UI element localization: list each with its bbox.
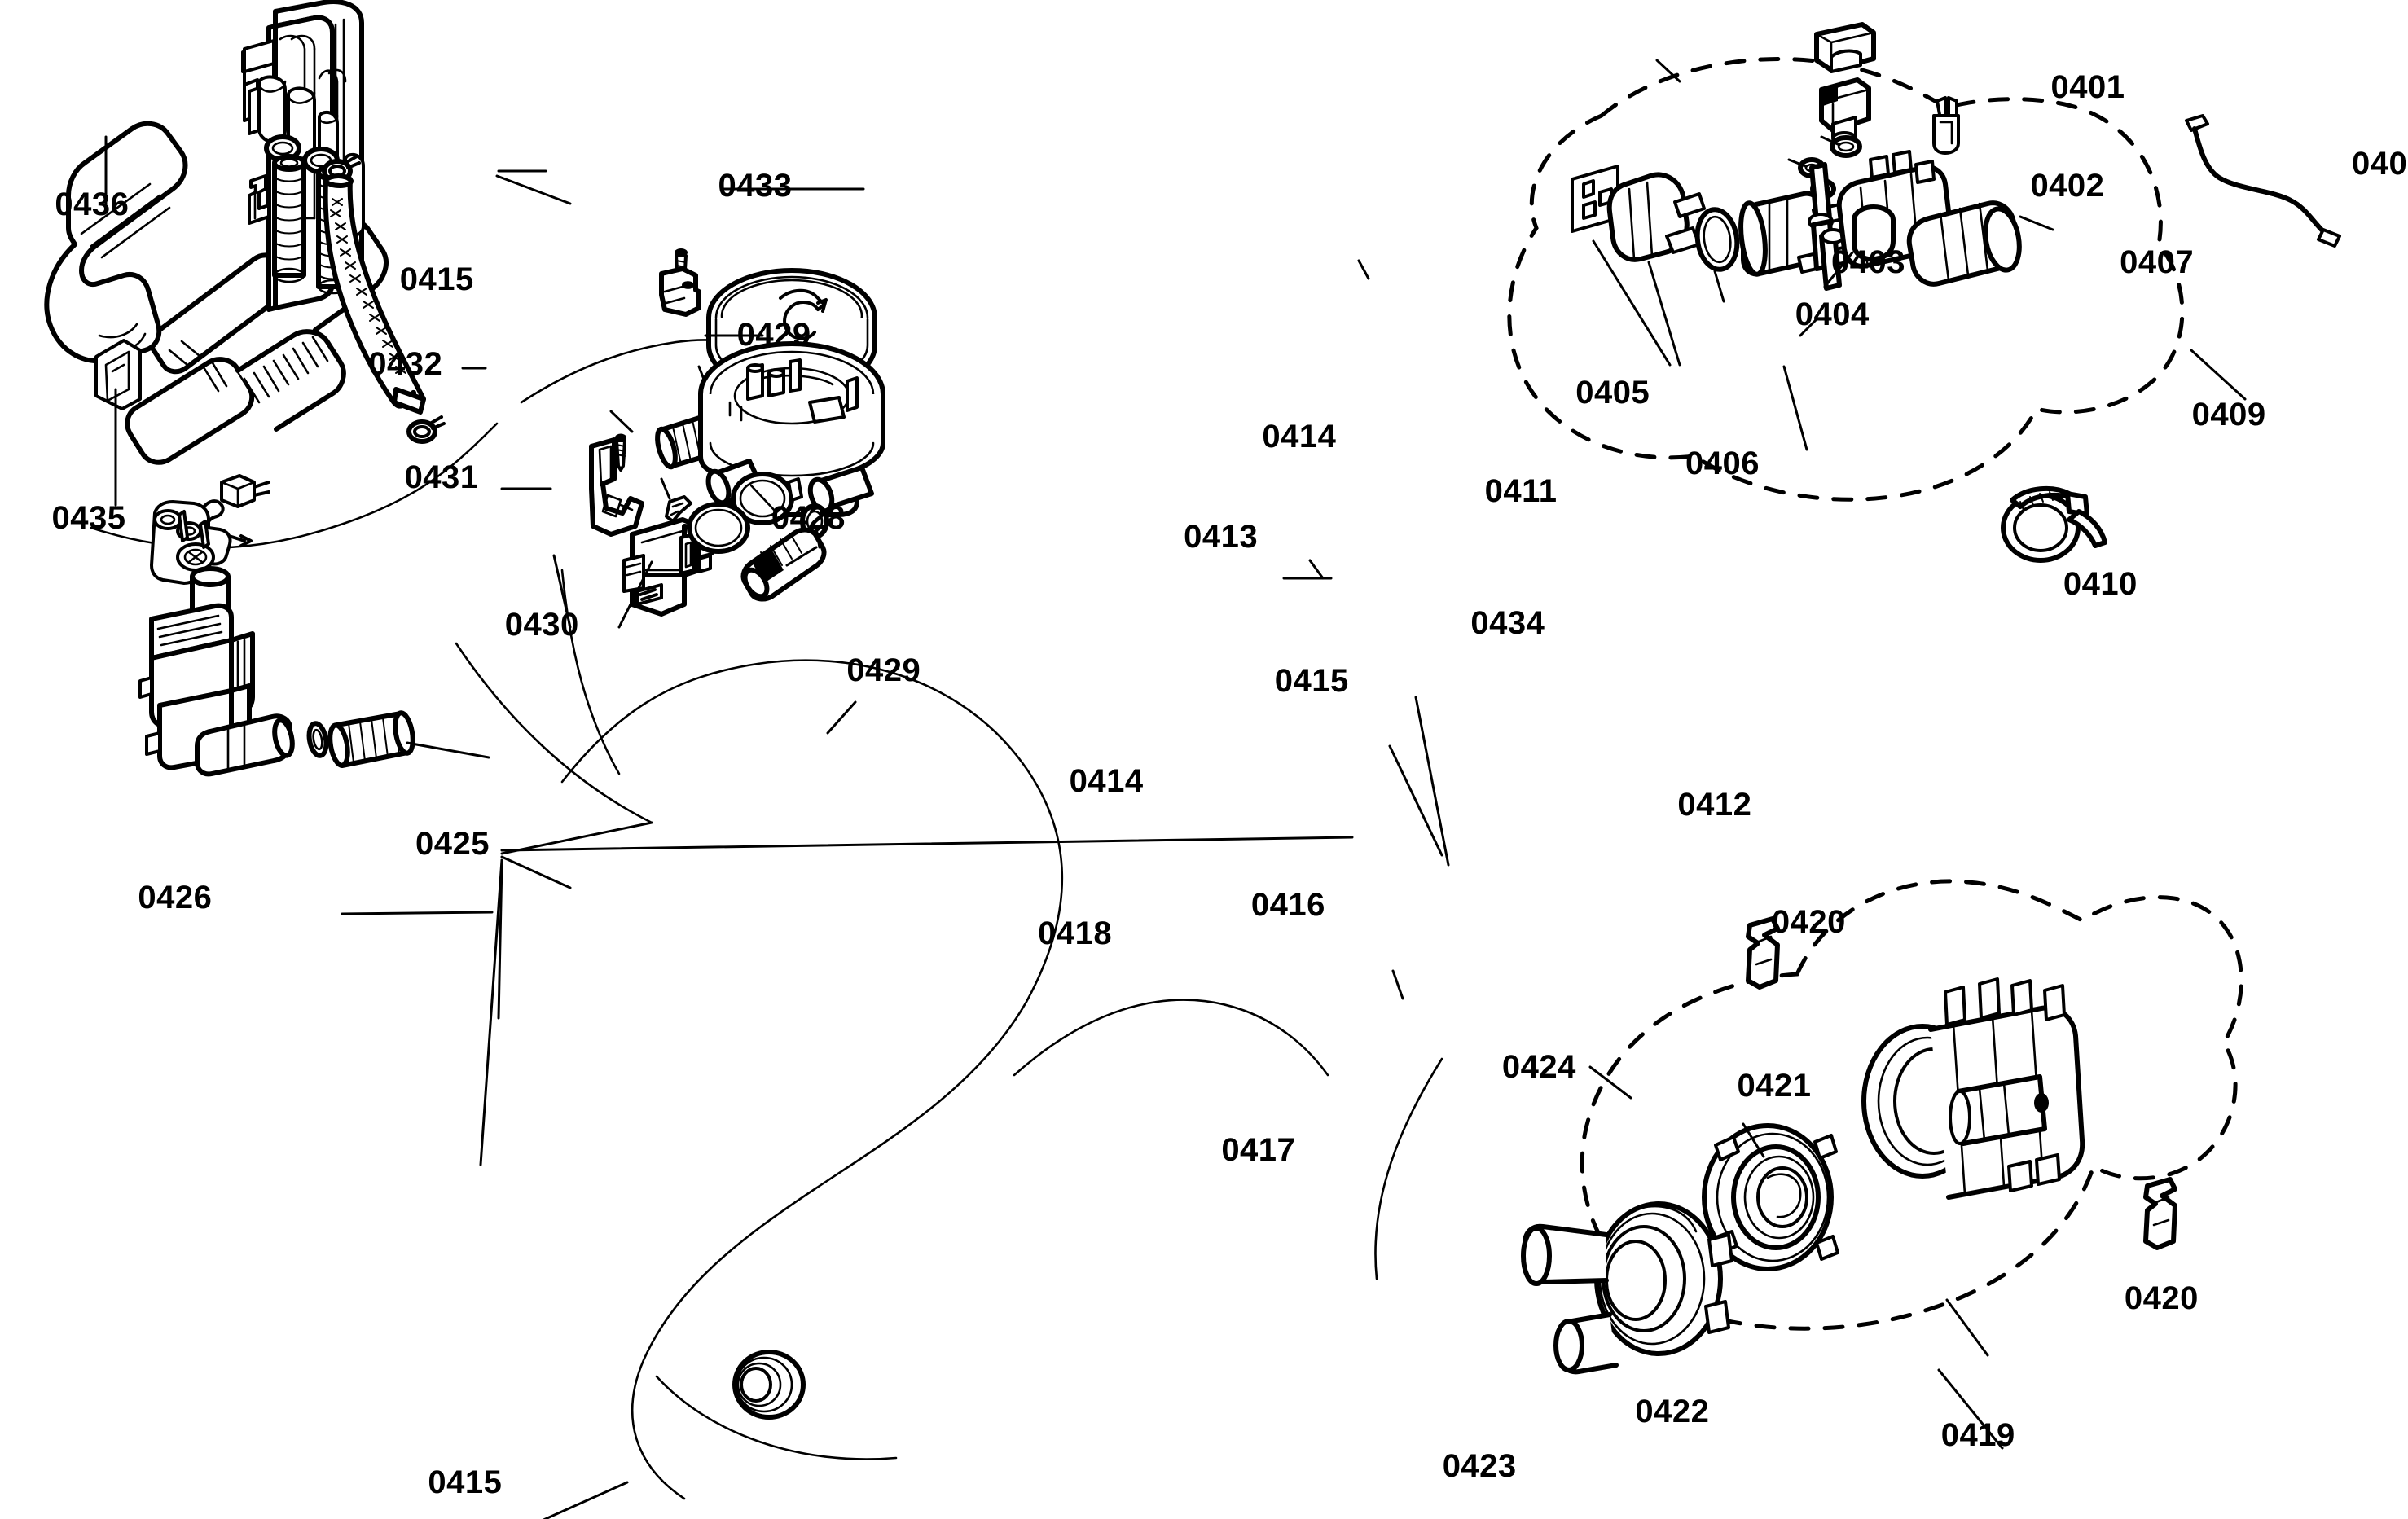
part-0422-drain-pump xyxy=(1521,1201,1733,1375)
part-0415-oring-valve xyxy=(306,721,329,758)
part-0401-flow-meter xyxy=(1814,22,1876,73)
part-0409-water-distribution-manifold xyxy=(1738,150,2054,291)
label-0424: 0424 xyxy=(1501,1048,1576,1085)
part-0424-drain-hose xyxy=(740,526,827,602)
label-0422: 0422 xyxy=(1635,1393,1710,1429)
part-0416-retainer-clip xyxy=(660,477,692,523)
label-0434: 0434 xyxy=(1470,604,1545,641)
label-0420-a: 0420 xyxy=(1771,904,1846,941)
part-0425-micro-switch xyxy=(220,474,270,508)
part-0432-retaining-clip xyxy=(248,174,270,225)
part-0429-hose-clamp-lower xyxy=(406,415,446,444)
part-0412-large-oring xyxy=(687,502,750,554)
group-0419-boundary xyxy=(1580,879,2243,1331)
label-0403: 0403 xyxy=(1831,244,1905,281)
label-0421: 0421 xyxy=(1737,1067,1812,1104)
part-0423-impeller-cap xyxy=(732,1350,806,1420)
label-0432: 0432 xyxy=(368,346,443,383)
label-0414-a: 0414 xyxy=(1262,418,1337,454)
part-0402-solenoid-coil xyxy=(1819,77,1871,146)
label-0407: 0407 xyxy=(2120,244,2195,281)
label-0413: 0413 xyxy=(1184,518,1259,555)
label-0426: 0426 xyxy=(138,879,213,915)
part-0428-circulation-hose xyxy=(323,173,426,415)
label-0429-b: 0429 xyxy=(846,652,921,688)
label-0409: 0409 xyxy=(2191,396,2266,432)
part-0412-sump-housing xyxy=(698,341,885,525)
part-0414-screw-lower xyxy=(609,410,634,472)
label-0418: 0418 xyxy=(1038,915,1113,951)
label-0428: 0428 xyxy=(771,499,846,536)
label-0415-a: 0415 xyxy=(399,261,474,298)
part-0421-impeller-cover xyxy=(1702,1122,1839,1271)
label-0423: 0423 xyxy=(1442,1448,1517,1485)
part-0436-hose-lower xyxy=(125,329,346,465)
part-0431-corrugated-hose xyxy=(272,154,306,283)
label-0435: 0435 xyxy=(51,499,126,536)
label-0433: 0433 xyxy=(718,167,793,204)
part-0426-inlet-valve-body xyxy=(138,603,295,777)
part-0406-seal-ring xyxy=(1694,207,1740,303)
label-0415-c: 0415 xyxy=(1274,663,1349,700)
part-0426-bracket-plate xyxy=(150,500,232,585)
part-0426-inlet-pipe xyxy=(327,710,490,768)
part-0408-wire-harness xyxy=(2185,114,2341,248)
label-0431: 0431 xyxy=(404,459,479,495)
part-0407-terminal-clip xyxy=(1932,96,1960,155)
part-0413-mounting-bracket xyxy=(659,266,701,317)
part-0405-regeneration-valve xyxy=(1606,172,1706,262)
label-0425: 0425 xyxy=(415,826,490,863)
label-0419: 0419 xyxy=(1940,1416,2015,1453)
label-0420-b: 0420 xyxy=(2124,1280,2199,1317)
label-0401: 0401 xyxy=(2050,68,2125,105)
label-0415-b: 0415 xyxy=(428,1464,503,1500)
group-0409-boundary xyxy=(1507,56,2185,502)
label-0411: 0411 xyxy=(1484,473,1558,510)
part-0420-clip-lower xyxy=(2143,1177,2177,1250)
label-0406: 0406 xyxy=(1685,445,1760,481)
label-0404: 0404 xyxy=(1795,296,1870,332)
part-0403-oring xyxy=(1820,135,1862,158)
part-0420-clip-upper xyxy=(1746,916,1780,990)
label-0429-a: 0429 xyxy=(736,316,811,353)
part-0435-hose-clip xyxy=(94,339,142,410)
label-0402: 0402 xyxy=(2030,167,2105,204)
label-0430: 0430 xyxy=(504,606,579,643)
part-0418-support-bracket xyxy=(589,437,644,537)
label-0408: 0408 xyxy=(2351,145,2408,182)
label-0412: 0412 xyxy=(1677,787,1752,823)
label-0414-b: 0414 xyxy=(1069,763,1144,800)
label-0417: 0417 xyxy=(1221,1131,1296,1168)
label-0436: 0436 xyxy=(55,186,130,222)
part-0415-oring-upper-a xyxy=(264,134,301,162)
part-0410-hose-clamp xyxy=(2001,485,2107,563)
label-0410: 0410 xyxy=(2063,565,2138,602)
label-0405: 0405 xyxy=(1575,374,1650,410)
part-0419-pump-motor xyxy=(1861,977,2085,1357)
label-0416: 0416 xyxy=(1250,887,1325,924)
